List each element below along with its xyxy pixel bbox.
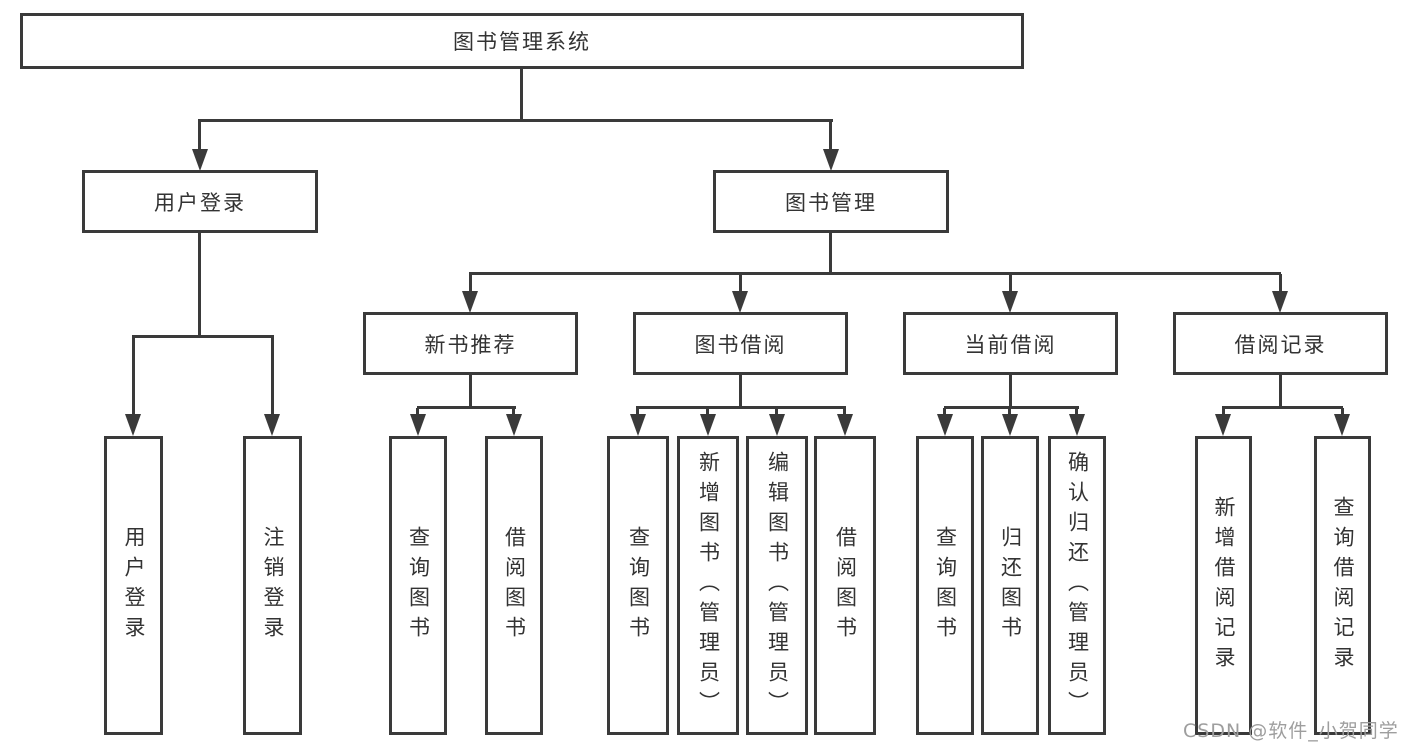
- connector-user-login-hbar: [132, 335, 274, 338]
- connector-level3-hbar: [469, 272, 1281, 275]
- arrowhead-leaf-book-borrow-1: [700, 414, 716, 436]
- arrowhead-current-borrow: [1002, 291, 1018, 313]
- arrowhead-leaf-user-login-1: [264, 414, 280, 436]
- arrowhead-leaf-current-borrow-1: [1002, 414, 1018, 436]
- arrowhead-borrow-records: [1272, 291, 1288, 313]
- connector-leaf-current-borrow-0-stem: [943, 408, 946, 418]
- node-book-borrow: 图书借阅: [633, 312, 848, 375]
- connector-leaf-book-borrow-0-stem: [636, 408, 639, 418]
- leaf-current-borrow-1: 归还图书: [981, 436, 1039, 735]
- arrowhead-user-login: [192, 149, 208, 171]
- leaf-new-book-rec-0: 查询图书: [389, 436, 447, 735]
- connector-leaf-book-borrow-1-stem: [706, 408, 709, 418]
- leaf-current-borrow-0: 查询图书: [916, 436, 974, 735]
- arrowhead-leaf-borrow-records-0: [1215, 414, 1231, 436]
- arrowhead-leaf-new-book-rec-1: [506, 414, 522, 436]
- connector-level2-hbar: [198, 119, 833, 122]
- connector-borrow-records-arrow-stem: [1279, 274, 1282, 294]
- connector-leaf-book-borrow-3-stem: [843, 408, 846, 418]
- connector-user-login-stem: [198, 232, 201, 337]
- arrowhead-leaf-new-book-rec-0: [410, 414, 426, 436]
- node-user-login: 用户登录: [82, 170, 318, 233]
- connector-user-login-arrow-stem: [198, 121, 201, 151]
- arrowhead-new-book-rec: [462, 291, 478, 313]
- connector-book-mgmt-stem: [829, 232, 832, 275]
- node-new-book-rec: 新书推荐: [363, 312, 578, 375]
- connector-leaf-user-login-1-stem: [271, 337, 274, 416]
- leaf-book-borrow-0: 查询图书: [607, 436, 669, 735]
- connector-leaf-borrow-records-1-stem: [1341, 408, 1344, 418]
- connector-leaf-new-book-rec-1-stem: [512, 408, 515, 418]
- arrowhead-leaf-book-borrow-0: [630, 414, 646, 436]
- connector-book-mgmt-arrow-stem: [829, 121, 832, 151]
- leaf-book-borrow-2: 编辑图书（管理员）: [746, 436, 808, 735]
- connector-current-borrow-arrow-stem: [1009, 274, 1012, 294]
- node-borrow-records: 借阅记录: [1173, 312, 1388, 375]
- arrowhead-leaf-book-borrow-2: [769, 414, 785, 436]
- connector-book-borrow-hbar: [636, 406, 846, 409]
- connector-book-borrow-stem: [739, 374, 742, 409]
- connector-book-borrow-arrow-stem: [739, 274, 742, 294]
- node-current-borrow: 当前借阅: [903, 312, 1118, 375]
- connector-current-borrow-stem: [1009, 374, 1012, 409]
- arrowhead-leaf-current-borrow-2: [1069, 414, 1085, 436]
- connector-leaf-current-borrow-1-stem: [1008, 408, 1011, 418]
- arrowhead-leaf-book-borrow-3: [837, 414, 853, 436]
- leaf-borrow-records-1: 查询借阅记录: [1314, 436, 1371, 735]
- connector-current-borrow-hbar: [944, 406, 1079, 409]
- leaf-user-login-1: 注销登录: [243, 436, 302, 735]
- connector-new-book-rec-stem: [469, 374, 472, 409]
- leaf-book-borrow-1: 新增图书（管理员）: [677, 436, 739, 735]
- connector-leaf-user-login-0-stem: [132, 337, 135, 416]
- node-book-mgmt: 图书管理: [713, 170, 949, 233]
- leaf-book-borrow-3: 借阅图书: [814, 436, 876, 735]
- connector-borrow-records-hbar: [1222, 406, 1343, 409]
- leaf-current-borrow-2: 确认归还（管理员）: [1048, 436, 1106, 735]
- connector-root-stem: [520, 68, 523, 121]
- connector-leaf-current-borrow-2-stem: [1075, 408, 1078, 418]
- arrowhead-leaf-user-login-0: [125, 414, 141, 436]
- leaf-new-book-rec-1: 借阅图书: [485, 436, 543, 735]
- leaf-borrow-records-0: 新增借阅记录: [1195, 436, 1252, 735]
- connector-borrow-records-stem: [1279, 374, 1282, 409]
- connector-leaf-new-book-rec-0-stem: [416, 408, 419, 418]
- leaf-user-login-0: 用户登录: [104, 436, 163, 735]
- connector-leaf-book-borrow-2-stem: [775, 408, 778, 418]
- arrowhead-leaf-current-borrow-0: [937, 414, 953, 436]
- arrowhead-leaf-borrow-records-1: [1334, 414, 1350, 436]
- connector-leaf-borrow-records-0-stem: [1222, 408, 1225, 418]
- connector-new-book-rec-arrow-stem: [469, 274, 472, 294]
- csdn-watermark: CSDN @软件_小贺同学: [1183, 720, 1399, 742]
- arrowhead-book-borrow: [732, 291, 748, 313]
- arrowhead-book-mgmt: [823, 149, 839, 171]
- connector-new-book-rec-hbar: [417, 406, 516, 409]
- node-root: 图书管理系统: [20, 13, 1024, 69]
